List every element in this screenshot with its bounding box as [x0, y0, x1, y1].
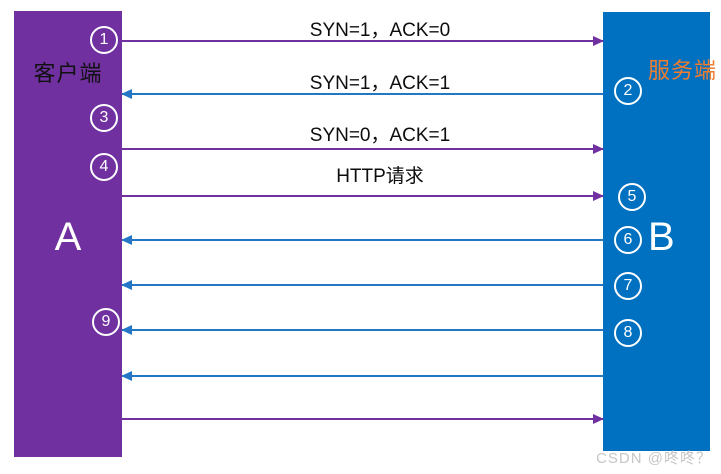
arrowhead-right-icon	[593, 191, 604, 201]
arrowhead-left-icon	[121, 89, 132, 99]
server-title: 服务端	[647, 58, 717, 83]
step-circle-3: 3	[90, 104, 118, 132]
step-circle-5: 5	[618, 183, 646, 211]
arrowhead-right-icon	[593, 144, 604, 154]
arrow-ack-confirm	[122, 144, 604, 154]
arrow-response-1	[121, 235, 603, 245]
step-circle-8: 8	[614, 319, 642, 347]
arrow-response-4	[121, 371, 603, 381]
arrowhead-right-icon	[593, 414, 604, 424]
step-circle-6: 6	[614, 226, 642, 254]
arrow-label-syn1-ack0: SYN=1，ACK=0	[309, 20, 451, 41]
arrow-label-syn1-ack1: SYN=1，ACK=1	[309, 73, 451, 94]
client-box: 客户端 A	[14, 11, 122, 457]
step-circle-4: 4	[90, 153, 118, 181]
step-circle-7: 7	[614, 272, 642, 300]
arrow-syn-request	[122, 36, 604, 46]
step-circle-1: 1	[90, 26, 118, 54]
client-letter: A	[54, 215, 82, 259]
arrow-final-request	[122, 414, 604, 424]
arrowhead-left-icon	[121, 371, 132, 381]
arrow-response-2	[121, 280, 603, 290]
step-circle-2: 2	[614, 77, 642, 105]
arrowhead-left-icon	[121, 235, 132, 245]
arrowhead-left-icon	[121, 280, 132, 290]
server-letter: B	[648, 215, 675, 259]
arrow-label-syn0-ack1: SYN=0，ACK=1	[309, 125, 451, 146]
arrowhead-right-icon	[593, 36, 604, 46]
csdn-watermark: CSDN @咚咚？	[596, 450, 712, 467]
arrow-label-http-request: HTTP请求	[336, 166, 424, 187]
arrow-http-request	[122, 191, 604, 201]
arrowhead-left-icon	[121, 325, 132, 335]
client-title: 客户端	[33, 61, 103, 86]
arrow-response-3	[121, 325, 603, 335]
arrow-syn-ack-reply	[121, 89, 603, 99]
step-circle-9: 9	[92, 308, 120, 336]
